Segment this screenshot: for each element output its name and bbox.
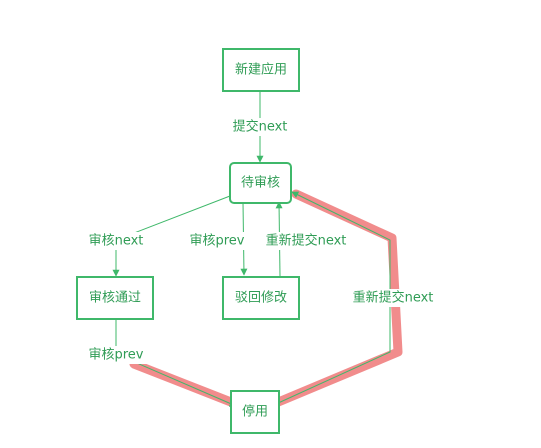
node-label-new-app: 新建应用 xyxy=(235,62,287,78)
edge-label-resubmit-next-right: 重新提交next xyxy=(353,290,434,306)
node-rejected-modify: 驳回修改 xyxy=(222,276,300,320)
node-review-passed: 审核通过 xyxy=(76,276,154,320)
edge-resubmit: 重新提交next xyxy=(262,201,352,277)
node-label-pending-review: 待审核 xyxy=(241,176,280,191)
node-label-review-passed: 审核通过 xyxy=(89,291,141,306)
edge-label-submit-next: 提交next xyxy=(233,119,288,135)
edge-label-review-prev: 审核prev xyxy=(189,234,244,249)
node-label-disabled: 停用 xyxy=(242,404,268,420)
node-new-app: 新建应用 xyxy=(222,48,300,92)
edge-submit: 提交next xyxy=(228,90,292,163)
node-label-rejected-modify: 驳回修改 xyxy=(235,291,287,306)
edge-label-review-prev-bottom: 审核prev xyxy=(88,348,143,363)
edge-label-review-next: 审核next xyxy=(89,234,144,249)
node-disabled: 停用 xyxy=(230,390,280,434)
edge-label-resubmit-next: 重新提交next xyxy=(266,233,347,249)
edge-review-prev: 审核prev xyxy=(184,201,252,276)
edge-review-next: 审核next xyxy=(84,195,231,277)
edge-resubmit-right: 重新提交next xyxy=(275,191,442,405)
node-pending-review: 待审核 xyxy=(229,162,292,204)
edge-review-prev-bottom: 审核prev xyxy=(84,320,237,407)
